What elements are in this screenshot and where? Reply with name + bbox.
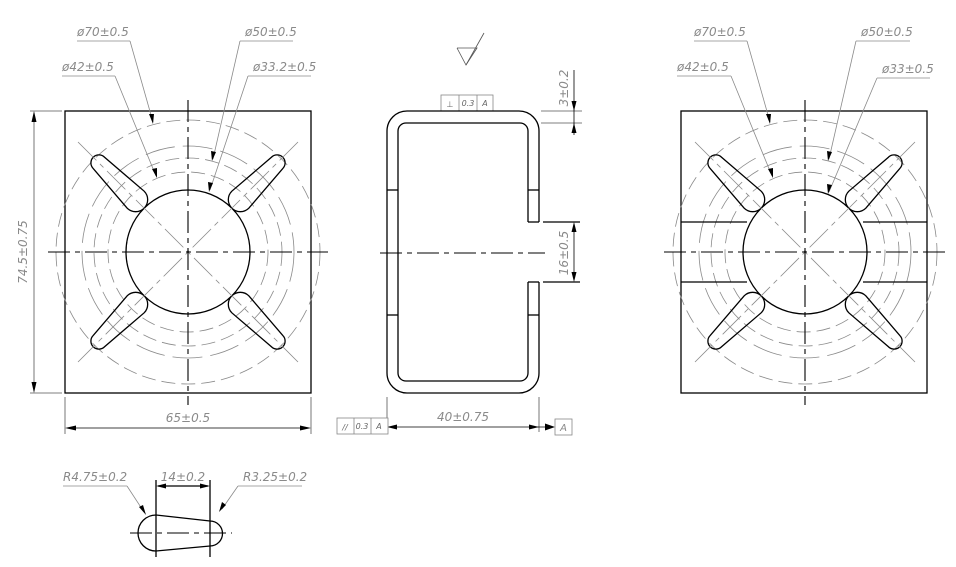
alt-dim-d42: ø42±0.5 — [676, 60, 729, 74]
front-view: 74.5±0.75 65±0.5 ø70±0.5 ø42±0.5 ø50±0.5… — [16, 25, 328, 434]
slot-detail: 14±0.2 R4.75±0.2 R3.25±0.2 — [63, 470, 307, 557]
dim-width: 65±0.5 — [166, 411, 210, 425]
dim-d50: ø50±0.5 — [244, 25, 297, 39]
dim-d33: ø33.2±0.5 — [252, 60, 316, 74]
dim-spacing: 14±0.2 — [161, 470, 205, 484]
dim-gap: 16±0.5 — [557, 231, 571, 275]
dim-r-large: R4.75±0.2 — [63, 470, 127, 484]
alt-view: ø70±0.5 ø42±0.5 ø50±0.5 ø33±0.5 — [664, 25, 945, 405]
parallelism-tolerance: 0.3 — [356, 422, 369, 431]
perpendicularity-frame: ⊥ 0.3 A — [440, 94, 494, 112]
perpendicularity-datum: A — [481, 99, 487, 108]
dim-d42: ø42±0.5 — [61, 60, 114, 74]
dim-height: 74.5±0.75 — [16, 220, 30, 284]
dim-r-small: R3.25±0.2 — [243, 470, 307, 484]
perpendicularity-symbol: ⊥ — [447, 100, 454, 109]
dim-d70: ø70±0.5 — [76, 25, 129, 39]
perpendicularity-tolerance: 0.3 — [462, 99, 475, 108]
dim-thickness: 3±0.2 — [557, 70, 571, 107]
alt-dim-d70: ø70±0.5 — [693, 25, 746, 39]
dim-side-width: 40±0.75 — [437, 410, 489, 424]
parallelism-datum: A — [375, 422, 381, 431]
alt-dim-d50: ø50±0.5 — [860, 25, 913, 39]
datum-label: A — [559, 423, 567, 434]
datum-a: A — [554, 418, 573, 436]
side-view: ⊥ 0.3 A 3±0.2 16±0.5 — [336, 32, 582, 436]
parallelism-frame: // 0.3 A — [336, 417, 389, 435]
parallelism-symbol: // — [341, 423, 349, 432]
surface-finish-icon — [456, 32, 485, 66]
alt-dim-d33: ø33±0.5 — [881, 62, 934, 76]
